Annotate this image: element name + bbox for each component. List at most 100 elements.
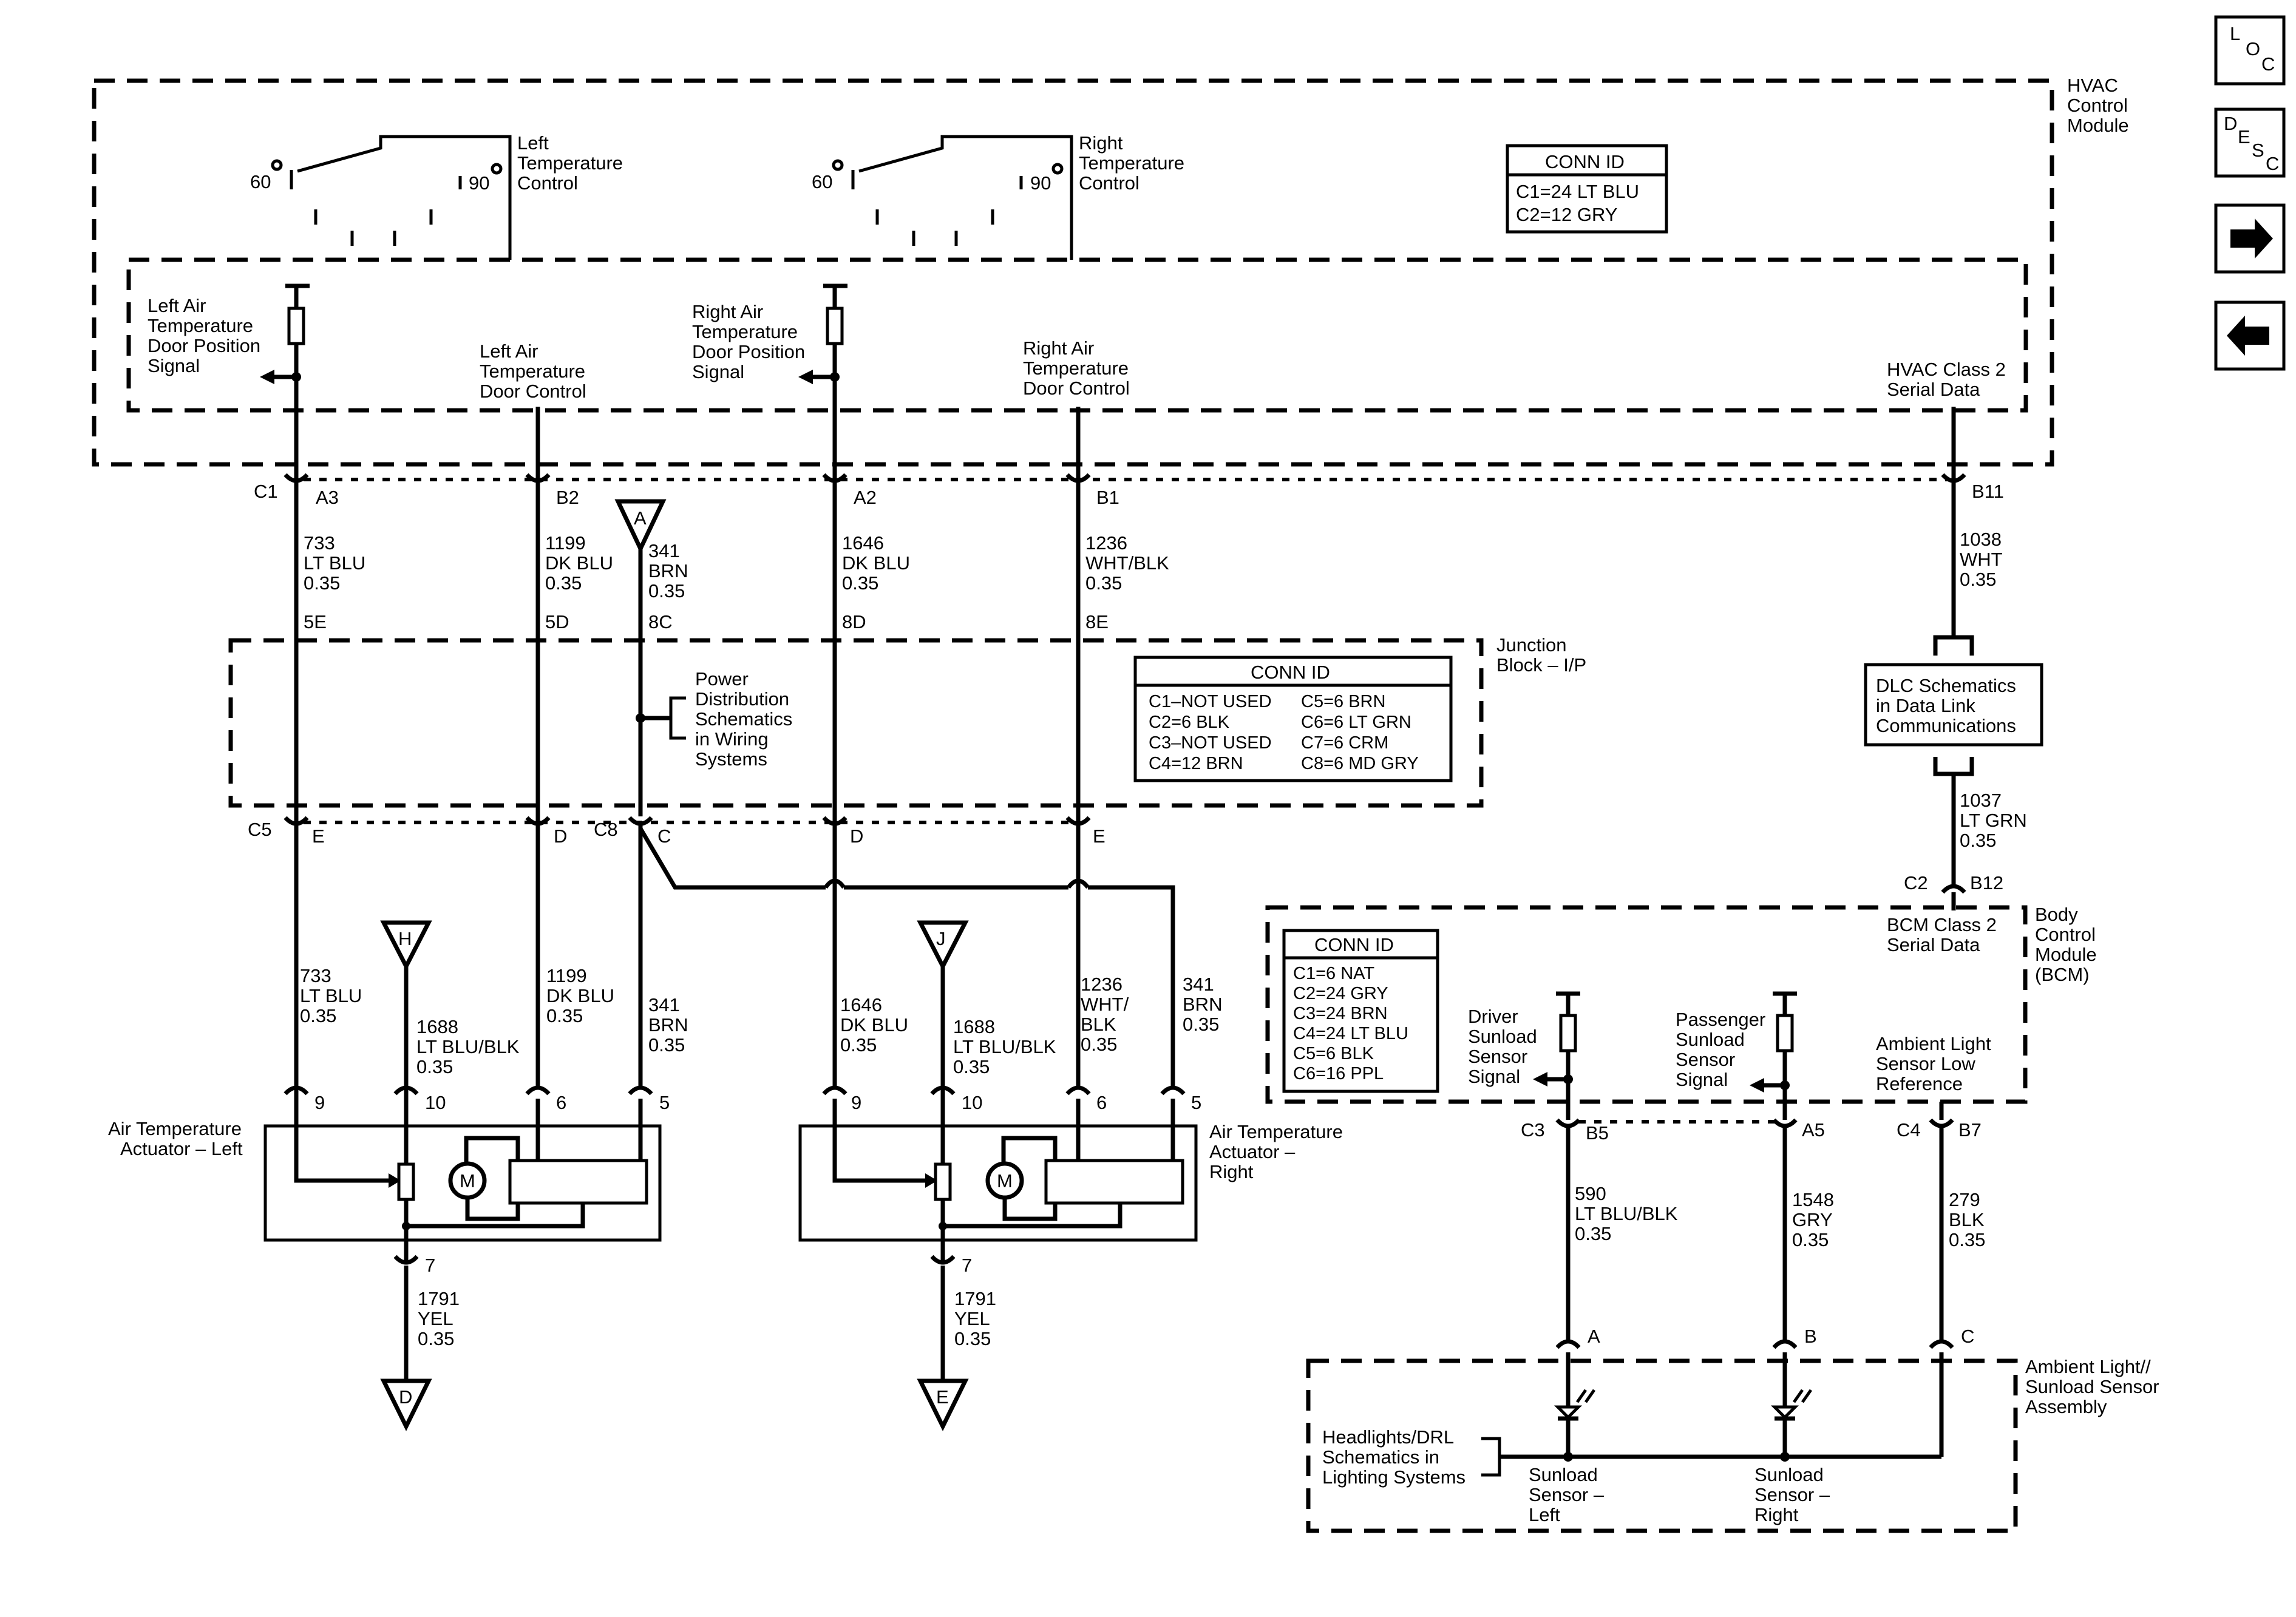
svg-text:LT GRN: LT GRN xyxy=(1960,810,2027,831)
svg-text:B2: B2 xyxy=(556,487,579,508)
hvac-module-label: HVAC Control Module xyxy=(2067,75,2129,136)
conn-id-table-hvac: CONN ID C1=24 LT BLU C2=12 GRY xyxy=(1506,144,1668,234)
svg-text:Left: Left xyxy=(1529,1504,1560,1525)
svg-text:C3: C3 xyxy=(1521,1119,1545,1141)
svg-text:(BCM): (BCM) xyxy=(2035,964,2090,985)
svg-text:Distribution: Distribution xyxy=(695,688,789,710)
next-page-button[interactable] xyxy=(2214,203,2286,274)
svg-text:C: C xyxy=(2261,53,2275,75)
svg-text:Assembly: Assembly xyxy=(2025,1396,2107,1417)
svg-text:B: B xyxy=(1804,1326,1817,1347)
svg-text:0.35: 0.35 xyxy=(1085,572,1122,594)
svg-text:Sunload: Sunload xyxy=(1529,1464,1598,1485)
conn-id-table-bcm: CONN ID C1=6 NAT C2=24 GRY C3=24 BRN C4=… xyxy=(1282,929,1439,1093)
sunload-sensor-left: Sunload Sensor – Left xyxy=(1529,1352,1605,1525)
svg-text:Sunload Sensor: Sunload Sensor xyxy=(2025,1376,2159,1397)
location-button[interactable]: L O C xyxy=(2214,15,2286,86)
svg-text:LT BLU/BLK: LT BLU/BLK xyxy=(953,1036,1056,1057)
svg-text:A5: A5 xyxy=(1802,1119,1825,1141)
svg-text:Serial Data: Serial Data xyxy=(1887,934,1980,955)
svg-text:LT BLU: LT BLU xyxy=(304,552,365,574)
svg-text:A: A xyxy=(634,507,647,529)
svg-text:1038: 1038 xyxy=(1960,529,2002,550)
svg-text:0.35: 0.35 xyxy=(300,1005,336,1026)
svg-text:in Data Link: in Data Link xyxy=(1876,695,1975,716)
svg-text:1646: 1646 xyxy=(842,532,884,554)
wire-label-279: 279 BLK 0.35 xyxy=(1949,1189,1985,1250)
svg-text:C1: C1 xyxy=(254,481,278,502)
svg-text:C4=24 LT BLU: C4=24 LT BLU xyxy=(1293,1024,1408,1043)
dlc-schematics-note: DLC Schematics in Data Link Communicatio… xyxy=(1864,635,2043,886)
wire-label-1548: 1548 GRY 0.35 xyxy=(1792,1189,1834,1250)
svg-text:C6=6 LT GRN: C6=6 LT GRN xyxy=(1301,713,1411,732)
previous-page-button[interactable] xyxy=(2214,300,2286,371)
svg-text:8E: 8E xyxy=(1085,611,1109,632)
svg-text:Sunload: Sunload xyxy=(1754,1464,1824,1485)
svg-text:B1: B1 xyxy=(1096,487,1119,508)
svg-text:1236: 1236 xyxy=(1085,532,1127,554)
svg-text:Signal: Signal xyxy=(1676,1069,1728,1090)
svg-text:Lighting Systems: Lighting Systems xyxy=(1322,1466,1466,1488)
conn-id-table-junction-block: CONN ID C1–NOT USED C2=6 BLK C3–NOT USED… xyxy=(1133,656,1453,782)
svg-text:M: M xyxy=(997,1170,1013,1192)
svg-text:9: 9 xyxy=(314,1092,325,1113)
svg-text:1199: 1199 xyxy=(545,532,586,554)
svg-text:733: 733 xyxy=(300,965,331,986)
svg-text:0.35: 0.35 xyxy=(545,572,582,594)
arrow-right-icon xyxy=(2230,219,2273,259)
svg-text:Passenger: Passenger xyxy=(1676,1009,1765,1030)
svg-text:A2: A2 xyxy=(854,487,877,508)
left-door-position-signal: Left Air Temperature Door Position Signa… xyxy=(148,283,310,478)
left-door-control-signal: Left Air Temperature Door Control xyxy=(480,341,586,402)
svg-text:C5=6 BRN: C5=6 BRN xyxy=(1301,692,1385,711)
svg-text:5: 5 xyxy=(659,1092,670,1113)
svg-text:7: 7 xyxy=(962,1255,972,1276)
svg-text:Door Control: Door Control xyxy=(480,381,586,402)
svg-text:733: 733 xyxy=(304,532,335,554)
svg-text:DK BLU: DK BLU xyxy=(545,552,613,574)
svg-text:O: O xyxy=(2246,38,2260,59)
svg-text:C4: C4 xyxy=(1897,1119,1921,1141)
svg-text:Temperature: Temperature xyxy=(148,315,253,336)
wire-label-1236-upper: 1236 WHT/BLK 0.35 8E xyxy=(1085,532,1169,632)
svg-text:Door Control: Door Control xyxy=(1023,378,1130,399)
svg-text:C8=6 MD GRY: C8=6 MD GRY xyxy=(1301,754,1419,773)
svg-text:DLC Schematics: DLC Schematics xyxy=(1876,675,2016,696)
wire-label-1199-lower: 1199 DK BLU 0.35 xyxy=(546,965,614,1026)
svg-text:Junction: Junction xyxy=(1496,634,1566,656)
svg-text:Actuator –: Actuator – xyxy=(1209,1141,1296,1162)
svg-text:10: 10 xyxy=(962,1092,982,1113)
wire-label-1646-upper: 1646 DK BLU 0.35 8D xyxy=(842,532,910,632)
svg-text:1037: 1037 xyxy=(1960,790,2002,811)
svg-text:DK BLU: DK BLU xyxy=(840,1014,908,1036)
driver-sunload-sensor-signal: Driver Sunload Sensor Signal xyxy=(1468,991,1580,1120)
svg-text:Driver: Driver xyxy=(1468,1006,1518,1027)
svg-text:C1–NOT USED: C1–NOT USED xyxy=(1149,692,1272,711)
svg-text:YEL: YEL xyxy=(954,1308,990,1329)
svg-text:HVAC: HVAC xyxy=(2067,75,2118,96)
wire-label-733-upper: 733 LT BLU 0.35 5E xyxy=(304,532,365,632)
svg-text:279: 279 xyxy=(1949,1189,1980,1210)
svg-text:C2=6 BLK: C2=6 BLK xyxy=(1149,713,1230,732)
svg-text:Control: Control xyxy=(2035,924,2096,945)
svg-text:Left Air: Left Air xyxy=(480,341,538,362)
svg-text:C5: C5 xyxy=(248,819,272,840)
reference-j-triangle: J 1688 LT BLU/BLK 0.35 xyxy=(917,920,1056,1181)
svg-text:DK BLU: DK BLU xyxy=(842,552,910,574)
svg-text:E: E xyxy=(312,825,325,847)
arrow-left-icon xyxy=(2227,316,2269,356)
svg-text:Reference: Reference xyxy=(1876,1073,1963,1094)
svg-text:Control: Control xyxy=(2067,95,2128,116)
svg-text:Air Temperature: Air Temperature xyxy=(108,1118,242,1139)
svg-text:90: 90 xyxy=(469,172,489,194)
svg-text:Block – I/P: Block – I/P xyxy=(1496,654,1586,676)
svg-text:Communications: Communications xyxy=(1876,715,2016,736)
bcm-outline xyxy=(1265,905,2028,1104)
svg-text:0.35: 0.35 xyxy=(953,1056,990,1077)
wire-label-1236-lower: 1236 WHT/ BLK 0.35 xyxy=(1081,974,1129,1055)
svg-text:A3: A3 xyxy=(316,487,339,508)
svg-text:GRY: GRY xyxy=(1792,1209,1833,1230)
svg-text:1791: 1791 xyxy=(418,1288,460,1309)
description-button[interactable]: D E S C xyxy=(2214,107,2286,178)
svg-text:Right Air: Right Air xyxy=(1023,337,1094,359)
